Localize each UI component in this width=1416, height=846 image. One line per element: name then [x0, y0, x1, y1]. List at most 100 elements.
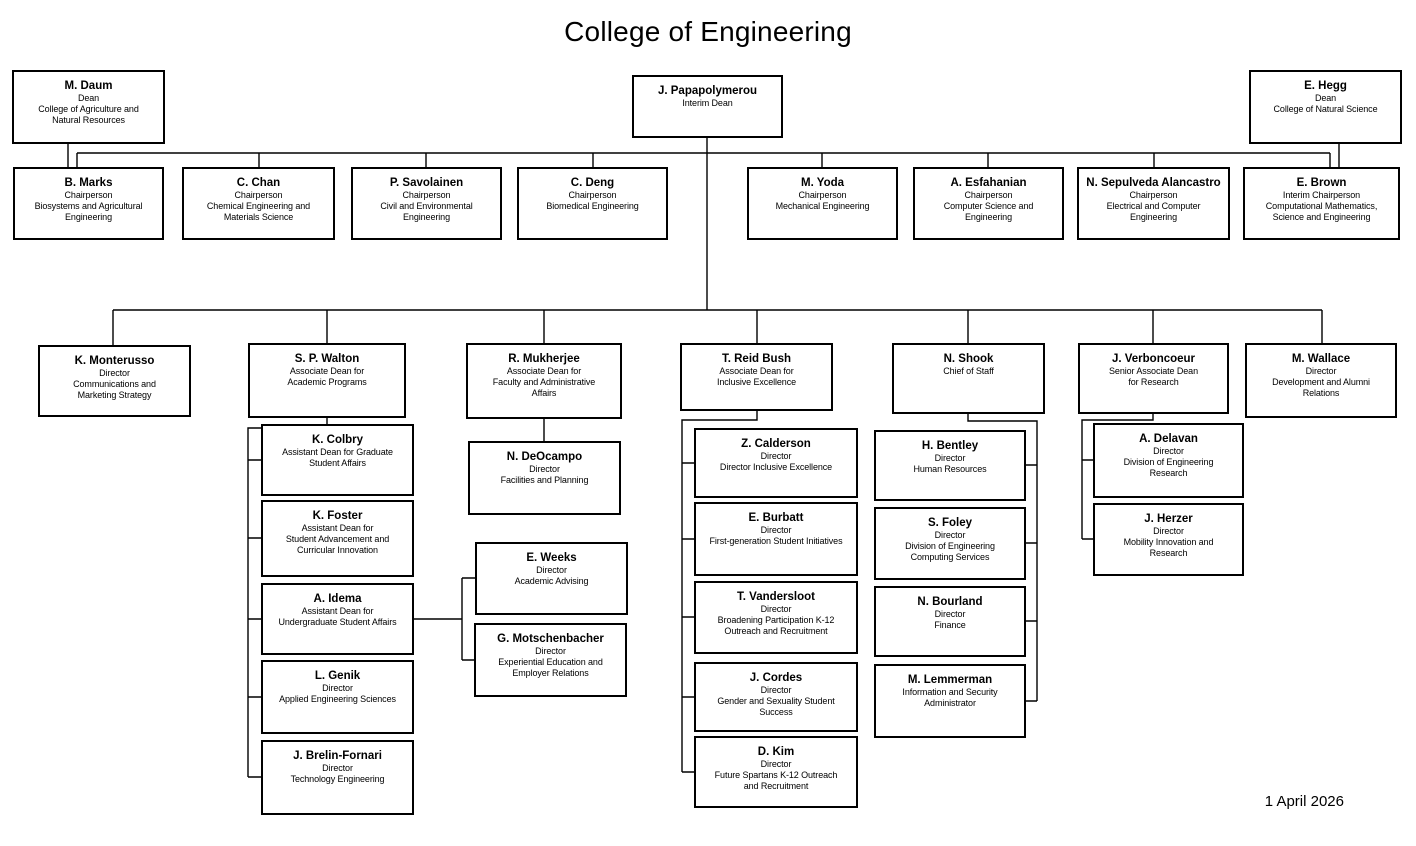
person-name: T. Vandersloot [737, 591, 815, 603]
connector-row3 [112, 309, 1323, 345]
connector-top-level [67, 138, 1340, 310]
person-role: Director Finance [934, 609, 966, 631]
person-role: Chairperson Biosystems and Agricultural … [34, 190, 143, 222]
person-name: P. Savolainen [389, 177, 464, 189]
chart-date: 1 April 2026 [1264, 793, 1344, 810]
person-name: E. Weeks [526, 552, 577, 564]
person-role: Associate Dean for Academic Programs [287, 366, 367, 388]
person-name: M. Wallace [1291, 353, 1351, 365]
connector-verboncoeur-column [1081, 414, 1154, 540]
person-name: J. Cordes [749, 672, 803, 684]
person-role: Chairperson Civil and Environmental Engi… [380, 190, 473, 222]
person-role: Director Academic Advising [514, 565, 589, 587]
person-role: Chairperson Electrical and Computer Engi… [1106, 190, 1201, 222]
person-role: Assistant Dean for Undergraduate Student… [278, 606, 397, 628]
person-role: Assistant Dean for Graduate Student Affa… [282, 447, 393, 469]
page-title: College of Engineering [564, 16, 852, 47]
person-name: Z. Calderson [741, 438, 811, 450]
person-name: J. Papapolymerou [657, 85, 758, 97]
person-name: G. Motschenbacher [497, 633, 604, 645]
person-name: N. Bourland [917, 596, 983, 608]
person-role: Director Facilities and Planning [500, 464, 589, 486]
person-role: Assistant Dean for Student Advancement a… [285, 523, 390, 555]
person-role: Associate Dean for Faculty and Administr… [492, 366, 596, 398]
person-name: C. Chan [236, 177, 281, 189]
person-role: Dean College of Agriculture and Natural … [38, 93, 139, 125]
person-role: Director Development and Alumni Relation… [1272, 366, 1370, 398]
person-name: M. Yoda [800, 177, 845, 189]
person-role: Chairperson Mechanical Engineering [775, 190, 870, 212]
person-role: Director Human Resources [913, 453, 987, 475]
person-role: Director Communications and Marketing St… [73, 368, 156, 400]
person-name: J. Verboncoeur [1111, 353, 1196, 365]
person-name: K. Colbry [311, 434, 364, 446]
person-role: Chief of Staff [943, 366, 994, 377]
person-role: Chairperson Chemical Engineering and Mat… [206, 190, 311, 222]
person-name: R. Mukherjee [508, 353, 580, 365]
person-name: N. Sepulveda Alancastro [1086, 177, 1221, 189]
person-name: A. Esfahanian [950, 177, 1027, 189]
person-name: B. Marks [64, 177, 113, 189]
person-name: J. Brelin-Fornari [293, 750, 382, 762]
connector-shook-column [967, 414, 1038, 702]
person-role: Dean College of Natural Science [1273, 93, 1378, 115]
person-role: Information and Security Administrator [902, 687, 998, 709]
person-role: Director Experiential Education and Empl… [498, 646, 603, 678]
person-role: Director Future Spartans K-12 Outreach a… [714, 759, 838, 791]
person-role: Director Broadening Participation K-12 O… [717, 604, 835, 636]
person-role: Director First-generation Student Initia… [709, 525, 843, 547]
person-name: A. Idema [313, 593, 362, 605]
person-role: Director Division of Engineering Computi… [905, 530, 995, 562]
person-name: A. Delavan [1139, 433, 1198, 445]
person-name: L. Genik [314, 670, 361, 682]
person-role: Chairperson Biomedical Engineering [546, 190, 639, 212]
person-name: E. Hegg [1304, 80, 1347, 92]
person-name: N. Shook [943, 353, 994, 365]
connector-reidbush-column [681, 411, 758, 773]
person-name: N. DeOcampo [506, 451, 583, 463]
person-name: J. Herzer [1144, 513, 1193, 525]
person-name: M. Daum [64, 80, 113, 92]
person-name: K. Foster [312, 510, 363, 522]
person-name: E. Brown [1296, 177, 1347, 189]
person-name: K. Monterusso [74, 355, 155, 367]
person-role: Director Applied Engineering Sciences [279, 683, 396, 705]
connector-mukherjee-idema [414, 419, 545, 661]
person-name: M. Lemmerman [907, 674, 993, 686]
person-role: Director Mobility Innovation and Researc… [1123, 526, 1214, 558]
person-role: Director Division of Engineering Researc… [1123, 446, 1214, 478]
